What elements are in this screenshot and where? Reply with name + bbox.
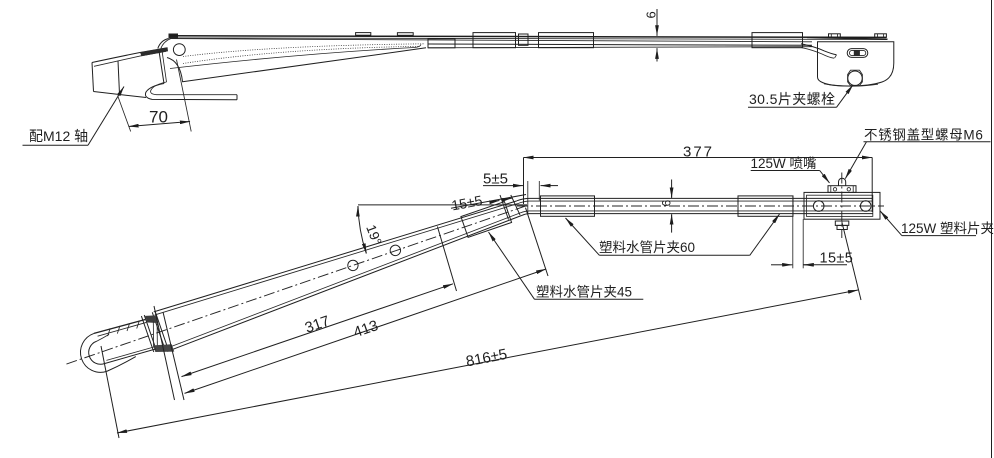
- svg-text:377: 377: [683, 144, 714, 161]
- svg-text:317: 317: [303, 313, 332, 337]
- svg-text:70: 70: [149, 108, 168, 127]
- svg-text:19°: 19°: [363, 223, 384, 247]
- svg-text:6: 6: [660, 200, 674, 207]
- svg-text:塑料水管片夹45: 塑料水管片夹45: [536, 285, 632, 300]
- svg-text:125W 喷嘴: 125W 喷嘴: [751, 156, 817, 171]
- svg-text:15±5: 15±5: [820, 251, 854, 267]
- svg-text:配M12 轴: 配M12 轴: [29, 128, 88, 144]
- svg-text:5±5: 5±5: [483, 171, 508, 188]
- svg-text:塑料水管片夹60: 塑料水管片夹60: [599, 240, 695, 255]
- svg-text:125W 塑料片夹: 125W 塑料片夹: [901, 221, 994, 236]
- svg-text:15±5: 15±5: [450, 192, 484, 213]
- svg-text:6: 6: [644, 11, 659, 18]
- svg-text:不锈钢盖型螺母M6: 不锈钢盖型螺母M6: [864, 128, 984, 143]
- svg-text:30.5片夹螺栓: 30.5片夹螺栓: [749, 91, 835, 107]
- svg-text:413: 413: [351, 317, 380, 341]
- svg-text:816±5: 816±5: [465, 346, 509, 371]
